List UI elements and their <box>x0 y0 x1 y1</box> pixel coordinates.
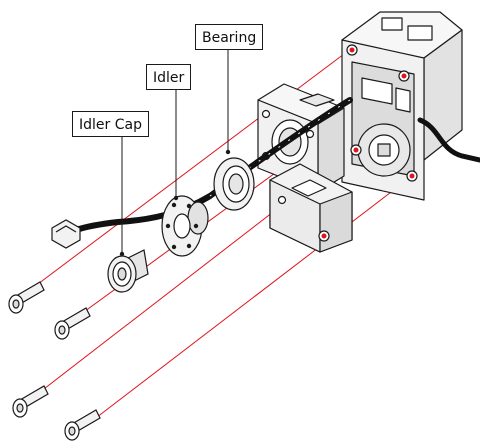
leader-dot-bearing <box>225 149 231 155</box>
label-bearing: Bearing <box>195 24 264 50</box>
guide-line-bottom <box>87 175 413 425</box>
screw <box>64 409 101 441</box>
connector <box>51 219 81 249</box>
screw <box>54 307 91 340</box>
label-idler-cap: Idler Cap <box>72 111 149 137</box>
guide-line-top <box>29 47 353 291</box>
label-idler: Idler <box>146 64 192 90</box>
screw <box>12 385 49 418</box>
motor-housing <box>341 11 463 201</box>
callout-leaders <box>121 50 229 252</box>
idler-cap <box>107 249 149 293</box>
screw <box>8 281 45 314</box>
leader-dot-idler-cap <box>119 251 125 257</box>
cable-right <box>417 117 480 163</box>
bearing <box>213 157 255 211</box>
cover-plate <box>269 163 353 253</box>
idler <box>161 195 209 257</box>
leader-dot-idler <box>173 195 179 201</box>
